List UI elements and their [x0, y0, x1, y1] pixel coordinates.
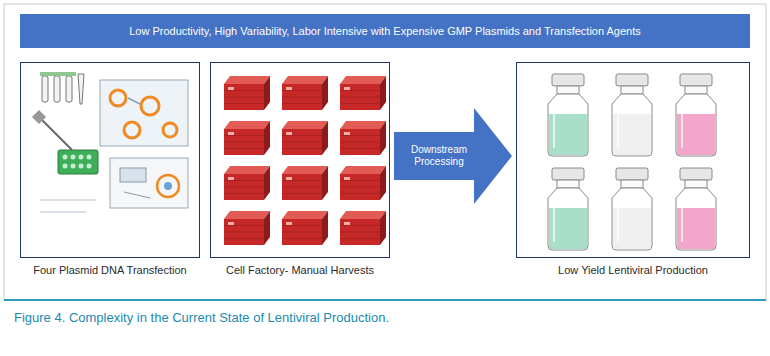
- panel-label: Four Plasmid DNA Transfection: [11, 264, 209, 276]
- band-text: Low Productivity, High Variability, Labo…: [121, 25, 649, 37]
- header-band: Low Productivity, High Variability, Labo…: [20, 14, 750, 48]
- figure-frame: [4, 4, 766, 300]
- cell-factory-illustration: [224, 76, 386, 245]
- panel-label: Low Yield Lentiviral Production: [507, 264, 759, 276]
- image-panel: Cell Factory- Manual Harvests: [210, 62, 390, 258]
- transfection-illustration: [32, 72, 188, 212]
- cell-factory: [224, 76, 270, 110]
- vial: [676, 74, 716, 156]
- caption-rule: [4, 299, 766, 301]
- cell-factory: [282, 76, 328, 110]
- vial: [612, 74, 652, 156]
- cell-factory: [224, 166, 270, 200]
- cell-factory: [340, 121, 386, 155]
- vial: [548, 168, 588, 250]
- cell-factory: [340, 211, 386, 245]
- cell-factory: [282, 121, 328, 155]
- cell-factory: [224, 121, 270, 155]
- vial: [612, 168, 652, 250]
- vial: [548, 74, 588, 156]
- vial: [676, 168, 716, 250]
- cell-factory: [224, 211, 270, 245]
- cell-factory: [282, 166, 328, 200]
- vial-illustration: [548, 74, 716, 250]
- cell-factory: [282, 211, 328, 245]
- arrow-label: Downstream Processing: [400, 144, 478, 168]
- block-arrow: Downstream Processing: [394, 108, 512, 204]
- panel-label: Cell Factory- Manual Harvests: [201, 264, 399, 276]
- cell-factory: [340, 166, 386, 200]
- image-panel: Four Plasmid DNA Transfection: [20, 62, 200, 258]
- figure-caption: Figure 4. Complexity in the Current Stat…: [14, 310, 389, 325]
- cell-factory: [340, 76, 386, 110]
- image-panel: Low Yield Lentiviral Production: [516, 62, 750, 258]
